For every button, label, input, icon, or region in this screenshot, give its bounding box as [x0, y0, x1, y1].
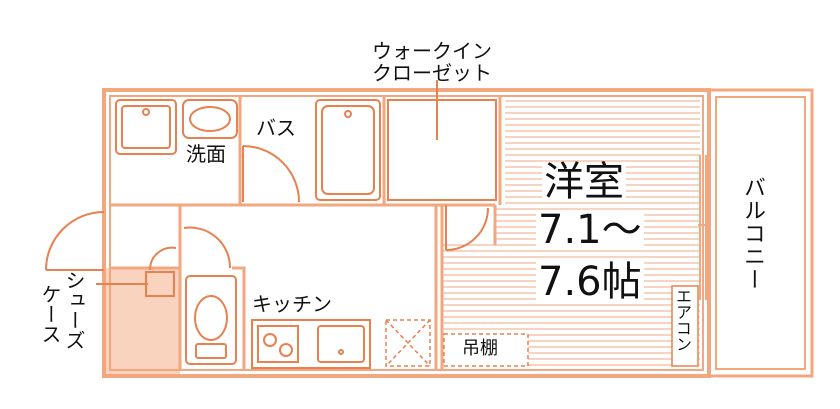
shoe-case-label-col1: シューズ: [62, 270, 86, 350]
room-size-range: 7.1～: [536, 207, 644, 253]
bath-label: バス: [256, 116, 296, 140]
hanging-shelf-label: 吊棚: [462, 338, 498, 359]
western-room-label: 洋室: [542, 159, 626, 205]
washroom-label: 洗面: [186, 142, 226, 166]
interior-walls: [110, 96, 704, 370]
room-size-max: 7.6帖: [536, 259, 644, 305]
bath-tub: [315, 99, 381, 201]
hanging-shelf: [443, 333, 529, 367]
closet: [387, 80, 497, 201]
closet-label-line2: クローゼット: [372, 61, 492, 85]
balcony-outline: [707, 88, 814, 378]
balcony-inner: [715, 96, 806, 370]
bathroom-fixtures: [115, 99, 238, 155]
entrance-floor: [106, 268, 180, 374]
toilet: [185, 275, 237, 365]
closet-label-line1: ウォークイン: [372, 39, 492, 63]
balcony-window: [698, 155, 710, 300]
kitchen-label: キッチン: [252, 292, 332, 316]
entrance-door: [45, 211, 105, 271]
aircon-label: エアコン: [673, 288, 692, 352]
aircon-box: [671, 285, 699, 367]
kitchen-counter: [251, 319, 371, 369]
toilet-door: [145, 226, 232, 297]
closet-label: ウォークイン クローゼット: [372, 40, 492, 84]
room-door: [445, 205, 489, 251]
bath-door: [242, 145, 300, 203]
fridge-space: [385, 319, 431, 367]
balcony-label: バルコニー: [740, 176, 765, 291]
shoe-case-label-col2: ケース: [38, 284, 62, 344]
